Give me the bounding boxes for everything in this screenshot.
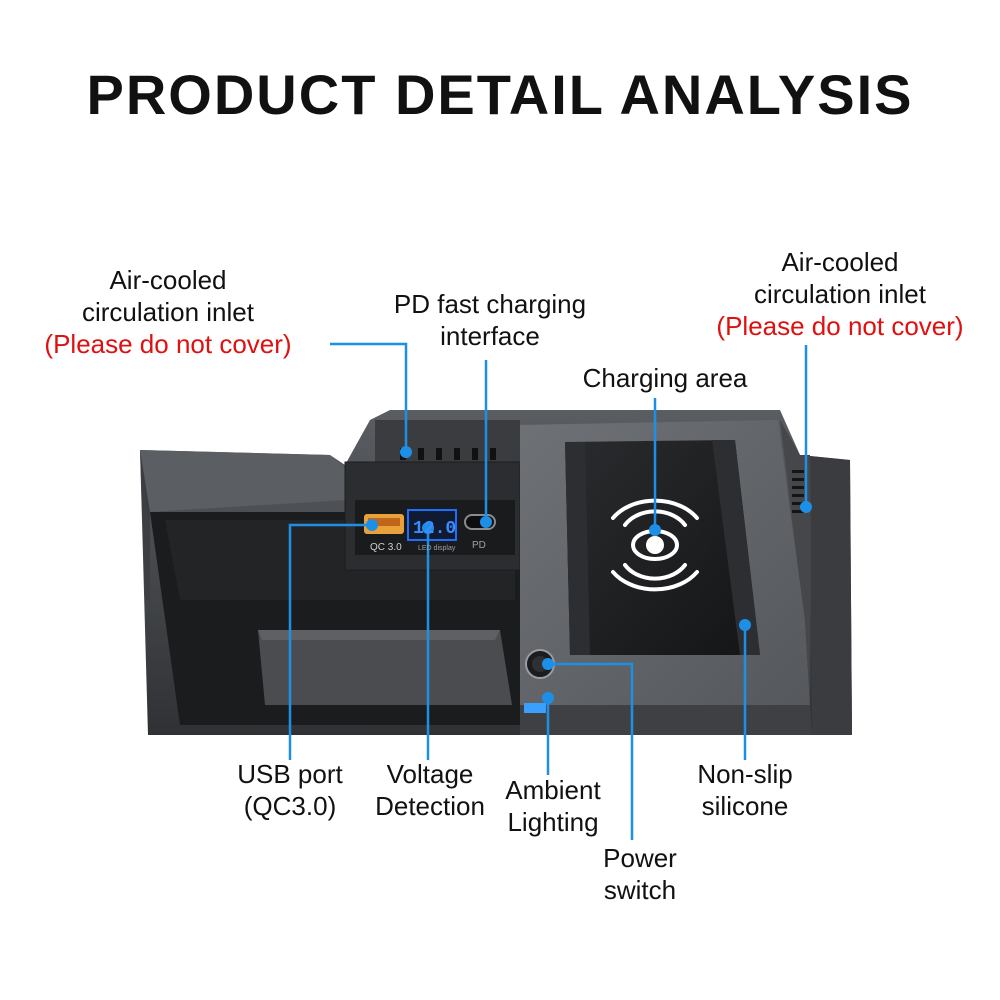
callout-usb-line2: (QC3.0) bbox=[243, 791, 337, 821]
callout-silicone-line2: silicone bbox=[701, 791, 789, 821]
leader-power bbox=[548, 662, 634, 840]
callout-power-line1: Power bbox=[603, 843, 677, 873]
callout-power-line2: switch bbox=[603, 875, 677, 905]
pd-port-text: PD bbox=[472, 540, 486, 551]
callout-inlet-left-warning: (Please do not cover) bbox=[44, 329, 292, 359]
leader-usb bbox=[288, 523, 372, 760]
callout-power: Power switch bbox=[570, 842, 710, 906]
callout-ambient-line2: Lighting bbox=[507, 807, 599, 837]
page-title: PRODUCT DETAIL ANALYSIS bbox=[86, 63, 914, 126]
callout-inlet-left-line2: circulation inlet bbox=[82, 297, 254, 327]
callout-inlet-right-warning: (Please do not cover) bbox=[716, 311, 964, 341]
callout-charging-area: Charging area bbox=[540, 362, 790, 394]
callout-inlet-right-line2: circulation inlet bbox=[754, 279, 926, 309]
leader-dots bbox=[366, 446, 812, 704]
callout-usb-port: USB port (QC3.0) bbox=[205, 758, 375, 822]
display-value-text: 12.0 bbox=[413, 519, 456, 539]
callout-usb-line1: USB port bbox=[237, 759, 343, 789]
ambient-light-graphic bbox=[524, 703, 546, 713]
callout-pd-line1: PD fast charging bbox=[393, 289, 587, 319]
leader-lines bbox=[288, 342, 808, 840]
callout-inlet-left-line1: Air-cooled bbox=[109, 265, 227, 295]
callout-voltage-line2: Detection bbox=[375, 791, 485, 821]
usb-port-text: QC 3.0 bbox=[370, 542, 402, 553]
callout-silicone-line1: Non-slip bbox=[697, 759, 793, 789]
display-caption-text: LED display bbox=[418, 545, 456, 552]
callout-charging-line1: Charging area bbox=[582, 363, 748, 393]
callout-voltage-line1: Voltage bbox=[386, 759, 474, 789]
tray-insert bbox=[258, 630, 512, 705]
callout-ambient: Ambient Lighting bbox=[478, 774, 628, 838]
vent-slots-right bbox=[792, 470, 804, 513]
callout-voltage: Voltage Detection bbox=[350, 758, 510, 822]
left-wall bbox=[140, 450, 345, 512]
leader-inlet-left bbox=[330, 342, 408, 450]
callout-pd-line2: interface bbox=[440, 321, 540, 351]
callout-inlet-left: Air-cooled circulation inlet (Please do … bbox=[18, 264, 318, 360]
callout-pd-port: PD fast charging interface bbox=[360, 288, 620, 352]
callout-inlet-right: Air-cooled circulation inlet (Please do … bbox=[690, 246, 990, 342]
callout-inlet-right-line1: Air-cooled bbox=[781, 247, 899, 277]
callout-ambient-line1: Ambient bbox=[505, 775, 601, 805]
callout-silicone: Non-slip silicone bbox=[670, 758, 820, 822]
